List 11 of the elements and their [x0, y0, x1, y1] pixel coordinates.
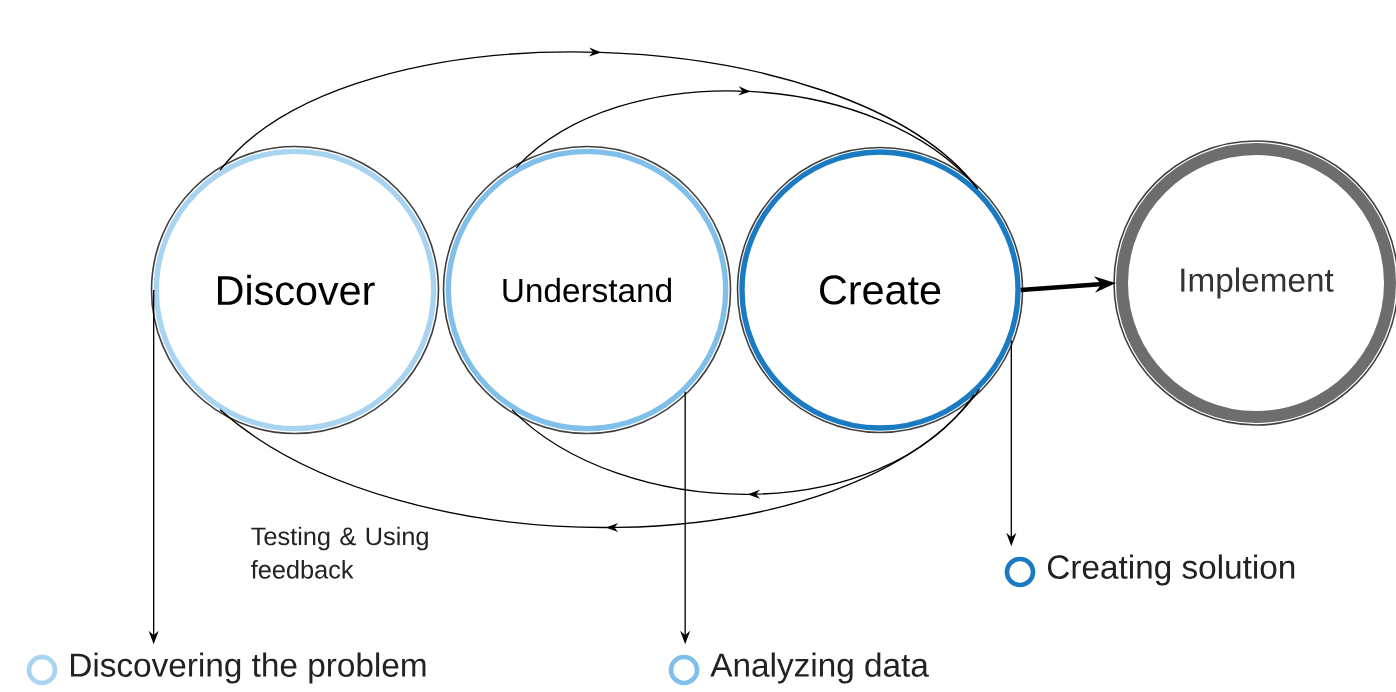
node-label: Analyzing data: [710, 652, 929, 684]
bullet-item: Analyzing data: [668, 652, 929, 686]
bullet-item: Discovering the problem: [26, 652, 426, 686]
cycle-arc: [219, 388, 981, 533]
note-text: Testing & Using feedback: [251, 526, 428, 579]
cycle-arc: [219, 47, 979, 190]
cycle-arc: [511, 393, 975, 499]
bullet-item: Creating solution: [1004, 554, 1295, 588]
node-label: Creating solution: [1047, 554, 1295, 586]
node-label: Discovering the problem: [71, 652, 426, 684]
cycle-arc: [515, 86, 979, 190]
